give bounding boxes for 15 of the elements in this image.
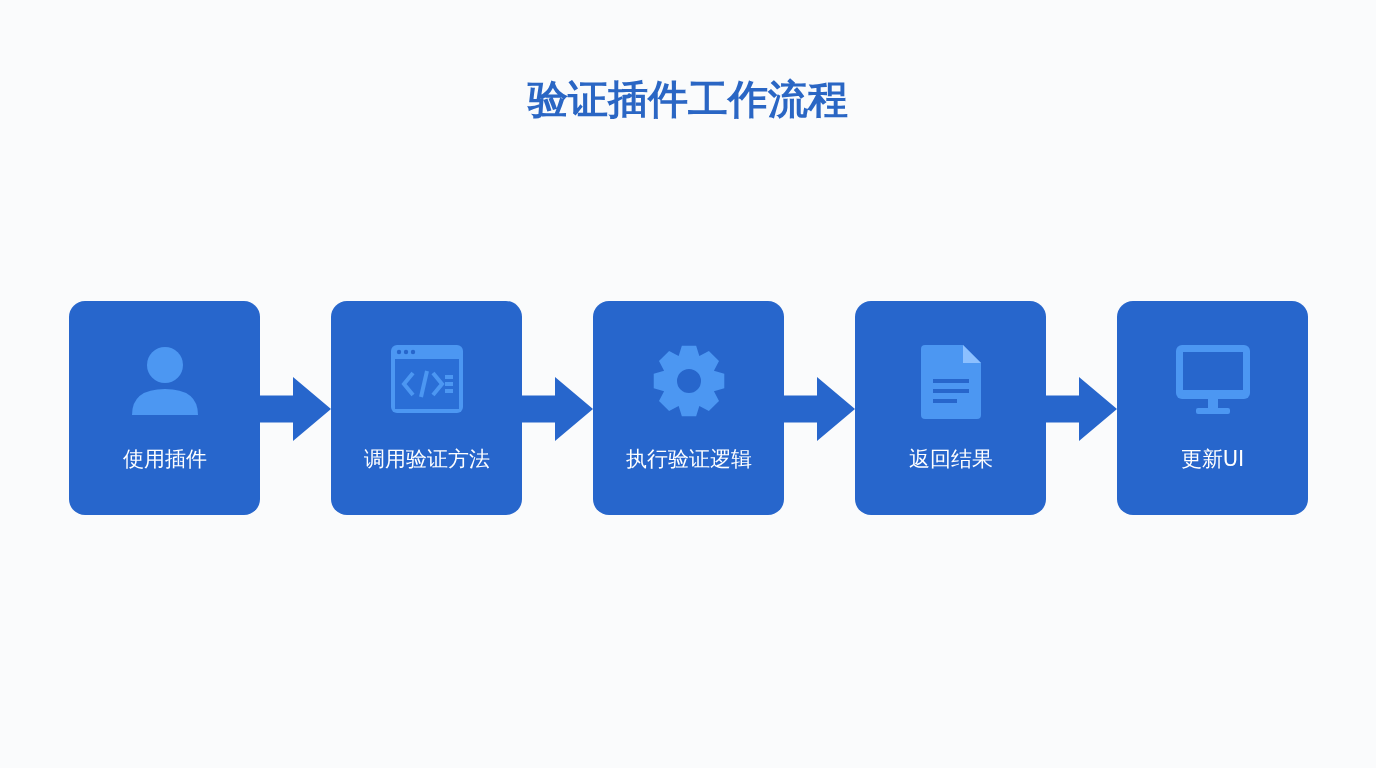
arrow	[1046, 377, 1117, 441]
step-label: 调用验证方法	[362, 446, 491, 473]
process-box	[855, 301, 1046, 515]
process-box	[69, 301, 260, 515]
diagram-title: 验证插件工作流程	[526, 75, 849, 124]
arrow	[522, 377, 593, 441]
step-label: 执行验证逻辑	[624, 446, 753, 473]
step-label: 更新UI	[1179, 446, 1246, 473]
arrow	[260, 377, 331, 441]
step-label: 返回结果	[907, 446, 994, 473]
process-box	[1117, 301, 1308, 515]
step-label: 使用插件	[121, 446, 208, 473]
arrow	[784, 377, 855, 441]
process-box	[331, 301, 522, 515]
process-box	[593, 301, 784, 515]
